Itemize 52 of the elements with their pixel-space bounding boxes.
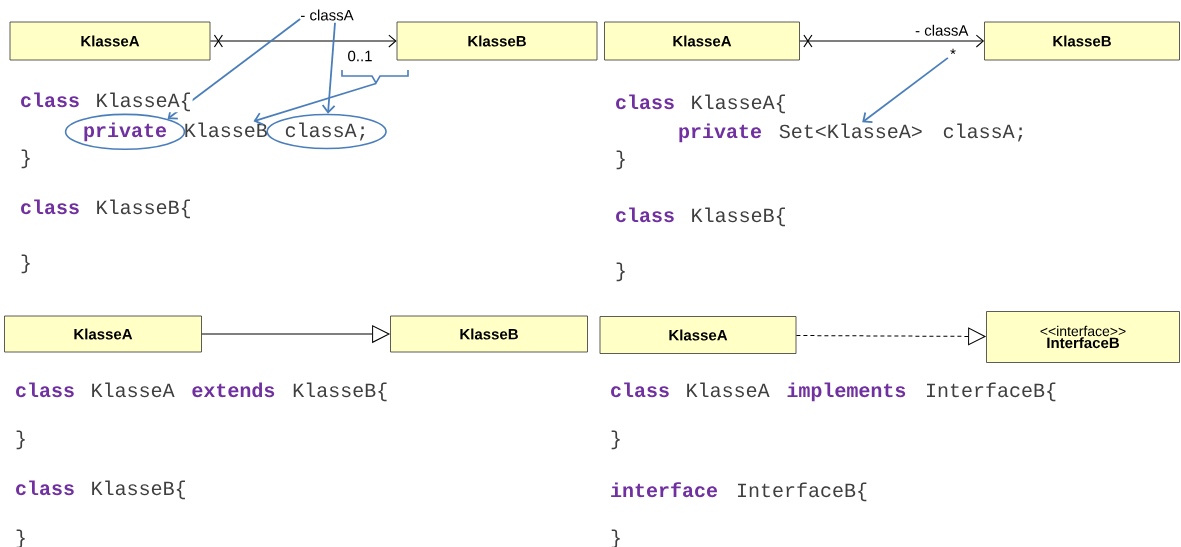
- association-arrow: [795, 327, 986, 346]
- code-text: KlasseA: [89, 381, 176, 399]
- code-text: }: [14, 429, 28, 451]
- code-keyword: class: [614, 206, 676, 224]
- circled-code: private: [64, 113, 186, 151]
- code-keyword: private: [677, 122, 763, 144]
- association-arrow: [799, 34, 984, 48]
- code-text: KlasseB{: [89, 479, 188, 501]
- code-keyword: implements: [785, 381, 908, 403]
- multiplicity-label: 0..1: [348, 50, 372, 62]
- code-text: classA;: [941, 122, 1028, 143]
- code-text: }: [609, 429, 623, 451]
- code-keyword: class: [19, 198, 81, 216]
- leader-line: [862, 56, 949, 123]
- class-box: KlasseA: [9, 21, 211, 61]
- code-text: }: [614, 261, 628, 283]
- code-keyword: interface: [609, 481, 719, 499]
- code-text: InterfaceB{: [735, 481, 870, 503]
- code-text: }: [614, 149, 628, 171]
- code-text: KlasseA: [684, 381, 771, 399]
- code-keyword: class: [19, 91, 81, 109]
- code-text: KlasseB: [185, 122, 268, 138]
- leader-line: [253, 82, 377, 126]
- leader-line: [167, 18, 302, 120]
- code-text: Set<KlasseA>: [779, 123, 922, 139]
- class-box: KlasseB: [396, 21, 598, 61]
- class-box: KlasseA: [4, 315, 202, 353]
- class-box: KlasseB: [984, 21, 1180, 61]
- class-box: KlasseB: [390, 315, 588, 353]
- code-text: KlasseB{: [689, 206, 788, 228]
- code-keyword: class: [14, 381, 76, 399]
- interface-box: <<interface>> InterfaceB: [986, 311, 1180, 363]
- code-text: }: [19, 148, 33, 170]
- code-keyword: class: [614, 93, 676, 111]
- class-box: KlasseA: [599, 316, 797, 354]
- code-keyword: extends: [190, 381, 277, 399]
- edge-label: - classA: [914, 23, 970, 37]
- code-text: KlasseB{: [94, 198, 193, 220]
- code-text: KlasseA{: [94, 91, 193, 113]
- leader-line: [321, 21, 336, 114]
- code-keyword: class: [14, 479, 76, 497]
- code-text: KlasseB{: [291, 381, 390, 403]
- class-box: KlasseA: [604, 21, 800, 61]
- association-arrow: [201, 325, 390, 343]
- multiplicity-label: *: [950, 48, 956, 55]
- role-label: - classA: [301, 9, 354, 21]
- circled-code: classA;: [266, 113, 387, 150]
- code-text: InterfaceB{: [924, 381, 1059, 403]
- association-arrow: [209, 34, 397, 48]
- code-text: KlasseA{: [689, 93, 788, 115]
- code-keyword: class: [609, 381, 671, 399]
- code-text: }: [19, 253, 33, 275]
